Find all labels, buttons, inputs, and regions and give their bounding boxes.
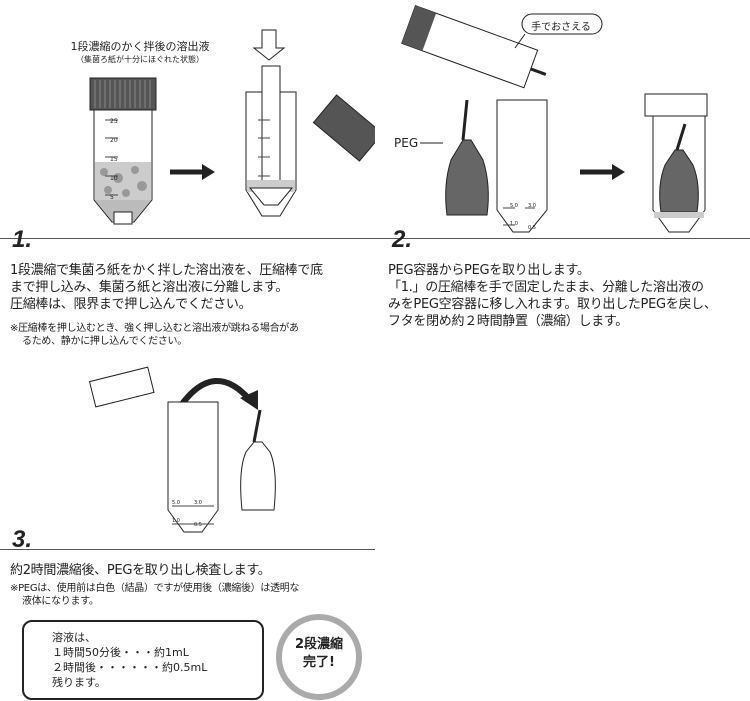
step1-caption-sub: （集菌ろ紙が十分にほぐれた状態） xyxy=(76,55,204,64)
scale-label: 5.0 xyxy=(510,203,518,209)
tube-cap-icon xyxy=(644,93,708,117)
peg-bag-icon xyxy=(659,149,699,213)
tilted-tube-icon xyxy=(401,5,547,89)
step3-number: 3. xyxy=(12,526,33,553)
box-line: １時間50分後・・・約1mL xyxy=(52,646,189,659)
text-line: 圧縮棒は、限界まで押し込んでください。 xyxy=(10,297,252,312)
completion-badge: 2段濃縮 完了! xyxy=(276,614,362,700)
text-line: PEG容器からPEGを取り出します。 xyxy=(388,263,590,278)
step3-note: ※PEGは、使用前は白色（結晶）ですが使用後（濃縮後）は透明な 液体になります。 xyxy=(10,582,299,608)
scale-label: 10 xyxy=(110,175,118,182)
step1-illustration xyxy=(0,29,375,239)
step3-text: 約2時間濃縮後、PEGを取り出し検査します。 xyxy=(10,563,271,578)
scale-label: 3.0 xyxy=(528,203,536,209)
arrow-down-icon xyxy=(252,29,286,61)
box-line: ２時間後・・・・・・約0.5mL xyxy=(52,661,208,674)
volume-info-text: 溶液は、 １時間50分後・・・約1mL ２時間後・・・・・・約0.5mL 残りま… xyxy=(52,630,207,690)
peg-label: PEG xyxy=(394,136,419,150)
tube-icon xyxy=(496,99,548,233)
step1-text: 1段濃縮で集菌ろ紙をかく拌した溶出液を、圧縮棒で底 まで押し込み、集菌ろ紙と溶出… xyxy=(10,262,323,313)
peg-bag-icon xyxy=(240,441,276,511)
compression-rod-icon xyxy=(261,65,281,187)
step1-note: ※圧縮棒を押し込むとき、強く押し込むと溶出液が跳ねる場合があ るため、静かに押し… xyxy=(10,322,299,348)
scale-label: 5 xyxy=(110,194,114,201)
note-line: るため、静かに押し込んでください。 xyxy=(22,336,187,347)
hand-label-box xyxy=(521,13,603,35)
step2-text: PEG容器からPEGを取り出します。 「1.」の圧縮棒を手で固定したまま、分離し… xyxy=(388,262,717,330)
box-line: 残ります。 xyxy=(52,676,106,689)
badge-line: 2段濃縮 xyxy=(294,637,344,652)
step2-illustration xyxy=(375,5,750,239)
peg-bag-icon xyxy=(445,139,489,216)
note-line: ※圧縮棒を押し込むとき、強く押し込むと溶出液が跳ねる場合があ xyxy=(10,323,299,334)
scale-label: 15 xyxy=(110,156,118,163)
scale-label: 0.5 xyxy=(528,225,536,231)
note-line: ※PEGは、使用前は白色（結晶）ですが使用後（濃縮後）は透明な xyxy=(10,583,300,594)
text-line: みをPEG空容器に移し入れます。取り出したPEGを戻し、 xyxy=(388,297,717,312)
text-line: まで押し込み、集菌ろ紙と溶出液に分離します。 xyxy=(10,280,289,295)
scale-label: 0.5 xyxy=(194,522,202,528)
hand-label: 手でおさえる xyxy=(531,22,591,33)
text-line: 1段濃縮で集菌ろ紙をかく拌した溶出液を、圧縮棒で底 xyxy=(10,263,323,278)
scale-label: 20 xyxy=(110,137,118,144)
scale-label: 5.0 xyxy=(172,500,180,506)
text-line: フタを閉め約２時間静置（濃縮）します。 xyxy=(388,314,629,329)
volume-info-box: 溶液は、 １時間50分後・・・約1mL ２時間後・・・・・・約0.5mL 残りま… xyxy=(22,620,264,700)
scale-label: 1.0 xyxy=(172,518,180,524)
scale-label: 3.0 xyxy=(194,500,202,506)
step2-number: 2. xyxy=(392,226,413,253)
step1-caption-title: 1段濃縮のかく拌後の溶出液 xyxy=(70,40,210,53)
scale-label: 25 xyxy=(110,118,118,125)
badge-line: 完了! xyxy=(303,655,335,670)
tilted-cap-icon xyxy=(312,94,375,162)
text-line: 「1.」の圧縮棒を手で固定したまま、分離した溶出液の xyxy=(388,280,704,295)
tube-icon xyxy=(167,401,219,533)
step1-scale: 25 20 15 10 5 xyxy=(110,112,118,207)
note-line: 液体になります。 xyxy=(22,596,99,607)
scale-label: 1.0 xyxy=(510,221,518,227)
step1-number: 1. xyxy=(12,226,33,253)
box-line: 溶液は、 xyxy=(52,631,96,644)
removed-cap-icon xyxy=(88,366,155,408)
step3-illustration xyxy=(0,366,375,550)
step1-caption: 1段濃縮のかく拌後の溶出液 （集菌ろ紙が十分にほぐれた状態） xyxy=(40,38,240,65)
curved-arrow-icon xyxy=(179,378,253,406)
